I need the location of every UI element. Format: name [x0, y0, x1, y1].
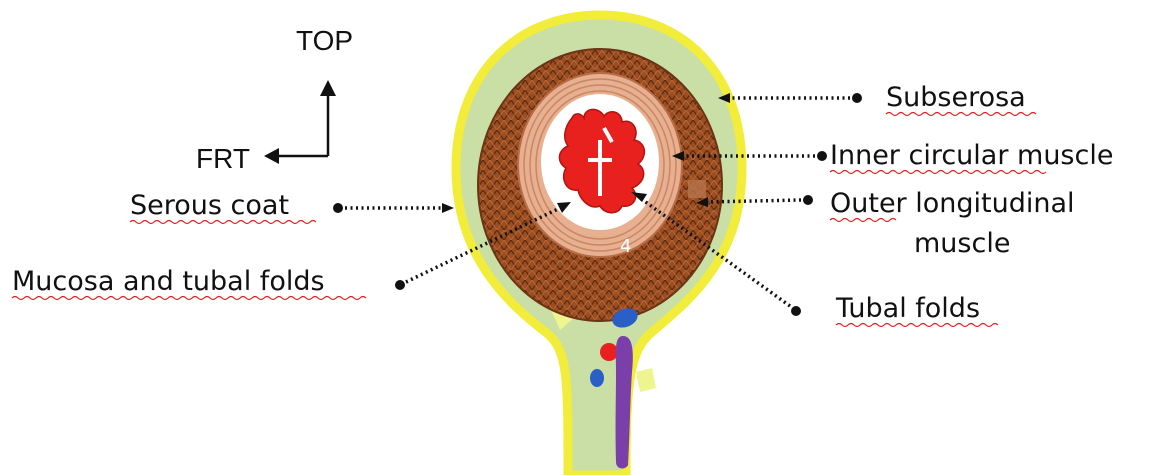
label-subserosa: Subserosa — [886, 82, 1026, 113]
arrow-left-icon — [264, 148, 279, 164]
lumen-artifact-mark: 4 — [620, 236, 631, 257]
orientation-top-label: TOP — [296, 25, 353, 56]
label-tubal-folds: Tubal folds — [835, 293, 980, 324]
label-outer-longitudinal-muscle-line2: muscle — [914, 228, 1010, 259]
leader-serous-coat — [333, 203, 454, 213]
label-mucosa-and-tubal-folds: Mucosa and tubal folds — [12, 266, 325, 297]
orientation-indicator: TOP FRT — [196, 25, 353, 174]
vessel-red-circle — [600, 343, 618, 361]
label-serous-coat: Serous coat — [130, 190, 289, 221]
vessel-blue-small — [590, 369, 604, 387]
muscle-patch — [688, 180, 706, 198]
orientation-front-label: FRT — [196, 143, 250, 174]
arrow-up-icon — [320, 80, 336, 96]
leader-subserosa — [718, 93, 862, 103]
stalk-patch — [636, 368, 656, 392]
label-inner-circular-muscle: Inner circular muscle — [830, 140, 1113, 171]
label-outer-longitudinal-muscle-line1: Outer longitudinal — [830, 188, 1075, 219]
